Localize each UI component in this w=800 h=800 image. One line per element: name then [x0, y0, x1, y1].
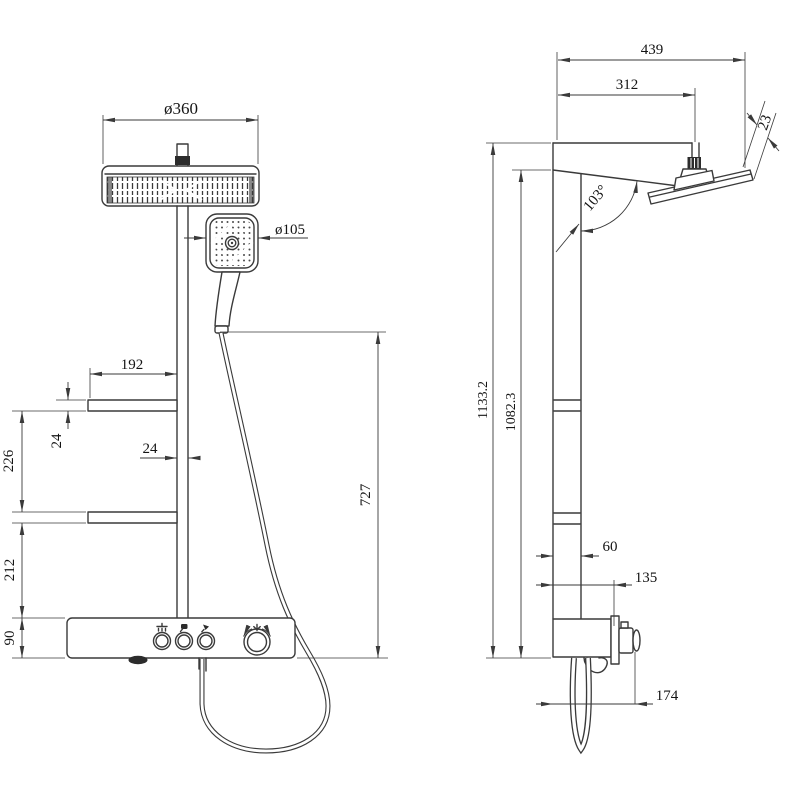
dim-shelf-length: 192 — [89, 357, 177, 398]
dim-valve-center-offset: 135 — [536, 570, 657, 626]
dim-total-reach: 439 — [556, 42, 746, 168]
knob-rotate-arrow-right — [261, 624, 271, 637]
dim-column-width: 24 — [140, 441, 201, 461]
dim-label-hose-drop-height: 727 — [358, 483, 374, 506]
dim-label-valve-reach: 174 — [656, 688, 679, 704]
hand-shower-handle — [214, 271, 241, 327]
hand-shower — [205, 213, 259, 334]
dim-label-column-depth: 60 — [603, 539, 618, 555]
dim-label-underarm-height: 1082.3 — [504, 393, 519, 432]
nozzle-face-right-shade — [249, 177, 254, 203]
dim-label-head-diameter: ø360 — [164, 99, 198, 118]
arm-end-cap — [691, 142, 700, 159]
dim-shelf-spacing: 226 — [1, 410, 86, 513]
arm-angle-annotation: 103° — [555, 180, 638, 253]
nozzle-face-left-shade — [107, 177, 112, 203]
dim-label-shelf-spacing: 226 — [1, 449, 17, 472]
dim-label-shelf-to-panel: 212 — [2, 559, 18, 582]
lower-shelf-bar — [87, 511, 178, 524]
dim-shelf-to-panel: 212 — [2, 522, 86, 619]
side-temperature-knob — [618, 621, 641, 654]
side-column-and-arm — [552, 142, 700, 620]
overhead-shower-head — [101, 165, 260, 207]
shower-arm-stem — [175, 143, 190, 167]
dim-head-thickness: 23 — [742, 100, 780, 180]
dim-label-head-offset: 312 — [616, 77, 639, 93]
knob-rotate-arrow-left — [243, 624, 253, 637]
dim-underarm-height: 1082.3 — [504, 169, 551, 658]
mode-button-1 — [152, 622, 172, 651]
hand-shower-mode-icon — [179, 624, 188, 633]
mode-button-2 — [174, 624, 194, 651]
dim-overall-height: 1133.2 — [476, 142, 551, 659]
side-shower-head — [647, 169, 754, 205]
hand-shower-center — [230, 241, 234, 245]
shower-hose — [199, 332, 331, 754]
dim-hand-shower-diameter: ø105 — [184, 222, 308, 241]
dim-label-head-thickness: 23 — [755, 113, 775, 132]
dim-shelf-thickness: 24 — [49, 382, 86, 449]
dim-column-depth: 60 — [536, 539, 618, 559]
dim-label-arm-angle: 103° — [581, 182, 612, 214]
dim-label-valve-center-offset: 135 — [635, 570, 658, 586]
side-shelf-ticks — [553, 399, 581, 525]
valve-plate — [610, 615, 620, 665]
dim-head-diameter: ø360 — [102, 99, 259, 164]
nozzle-chevron — [159, 179, 203, 201]
side-shower-hose — [569, 657, 592, 755]
dim-panel-height: 90 — [2, 618, 65, 659]
front-view: ø360 ø105 192 24 226 — [1, 99, 388, 754]
side-control-panel — [552, 615, 641, 674]
overhead-spray-mode-icon — [156, 622, 168, 632]
dim-label-overall-height: 1133.2 — [476, 381, 491, 419]
knob-marker — [253, 623, 261, 632]
mode-button-3 — [196, 624, 216, 651]
dim-head-offset: 312 — [558, 77, 696, 142]
spout-mode-icon — [201, 624, 209, 633]
water-outlet — [128, 655, 148, 665]
dim-valve-reach: 174 — [536, 652, 679, 707]
dim-label-shelf-thickness: 24 — [49, 433, 65, 449]
dim-label-panel-height: 90 — [2, 631, 18, 646]
dim-label-column-width: 24 — [143, 441, 159, 457]
temperature-knob — [243, 623, 271, 656]
control-panel — [66, 617, 296, 672]
upper-shelf-bar — [87, 399, 178, 412]
hand-shower-diamond — [210, 222, 254, 264]
dim-label-hand-shower-diameter: ø105 — [275, 222, 305, 238]
stem-collar — [175, 156, 190, 165]
shower-column — [176, 205, 189, 619]
side-view: 103° 439 31 — [476, 42, 780, 755]
dim-label-shelf-length: 192 — [121, 357, 144, 373]
dim-label-total-reach: 439 — [641, 42, 664, 58]
head-mount — [673, 169, 715, 191]
dim-hose-drop-height: 727 — [220, 331, 388, 659]
